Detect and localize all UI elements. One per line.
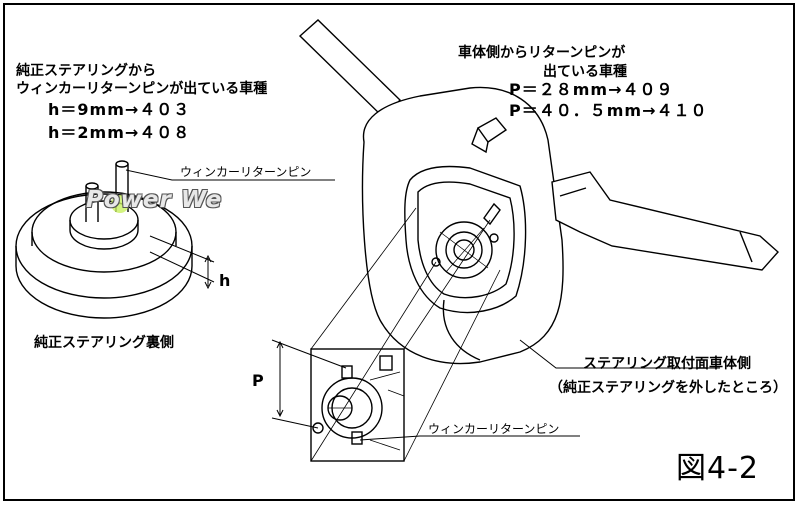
- left-line-h2: h＝2mm→４０８: [48, 123, 191, 142]
- dim-h: h: [219, 271, 232, 290]
- right-heading-1: 車体側からリターンピンが: [458, 45, 626, 61]
- body-side-caption-2: （純正ステアリングを外したところ）: [549, 380, 787, 396]
- pin-label-top: ウィンカーリターンピン: [180, 165, 312, 179]
- pin-label-bottom: ウィンカーリターンピン: [428, 422, 560, 436]
- figure-frame: [3, 3, 795, 501]
- right-line-p405: P＝４０．５mm→４１０: [509, 101, 708, 120]
- right-heading-2: 出ている車種: [543, 64, 627, 80]
- watermark: Power We: [86, 187, 223, 213]
- body-side-caption-1: ステアリング取付面車体側: [583, 356, 751, 372]
- left-heading-1: 純正ステアリングから: [16, 63, 156, 79]
- left-heading-2: ウィンカーリターンピンが出ている車種: [16, 81, 268, 97]
- watermark-glow: [111, 195, 129, 213]
- steering-column-drawing: [298, 19, 779, 369]
- detail-inset-drawing: [271, 207, 580, 462]
- figure-number: 図4-2: [676, 451, 759, 486]
- left-line-h9: h＝9mm→４０３: [48, 100, 191, 119]
- steering-back-caption: 純正ステアリング裏側: [34, 335, 174, 351]
- right-line-p28: P＝２８mm→４０９: [509, 80, 674, 99]
- dim-p: P: [252, 371, 265, 390]
- steering-boss-drawing: [15, 160, 335, 319]
